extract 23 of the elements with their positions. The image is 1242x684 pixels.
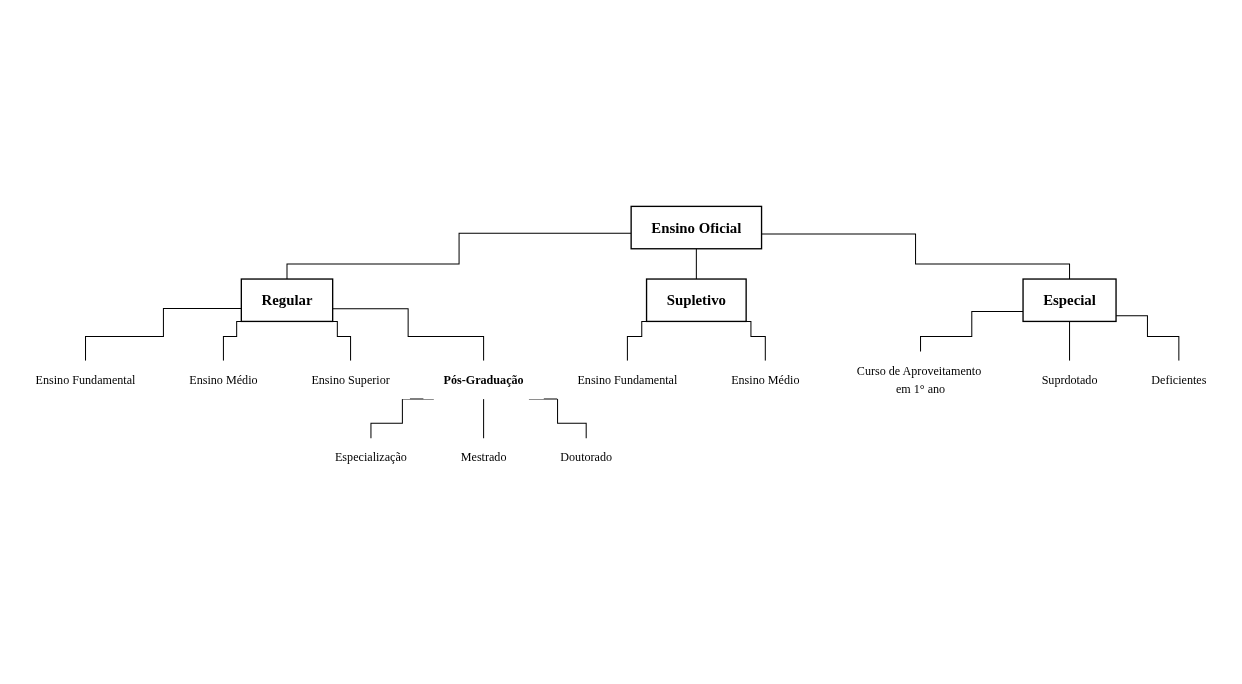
node-box: Supletivo [645,278,747,323]
connector [695,248,697,280]
connector [332,308,485,362]
connector [761,233,1071,280]
node-text: Ensino Médio [189,373,258,387]
connector [920,311,1024,353]
node-text: Doutorado [560,450,613,465]
node-box: Especial [1022,278,1117,323]
node-box: Regular [240,278,334,323]
node-text: Curso de Aproveitamento em 1° ano [856,364,982,396]
connector [1069,321,1071,362]
node-box: Ensino Oficial [630,206,763,250]
connector [85,308,242,362]
node-text: Ensino Superior [311,373,390,387]
connector [483,399,485,440]
node-text: Ensino Fundamental [577,373,678,387]
node-text: Ensino Fundamental [35,373,136,387]
node-text: Suprdotado [1041,373,1098,387]
connector [286,233,632,280]
node-text: Ensino Médio [731,373,800,387]
node-text: Deficientes [1151,373,1207,387]
node-text: Especialização [334,450,407,465]
node-text: Mestrado [460,450,507,465]
